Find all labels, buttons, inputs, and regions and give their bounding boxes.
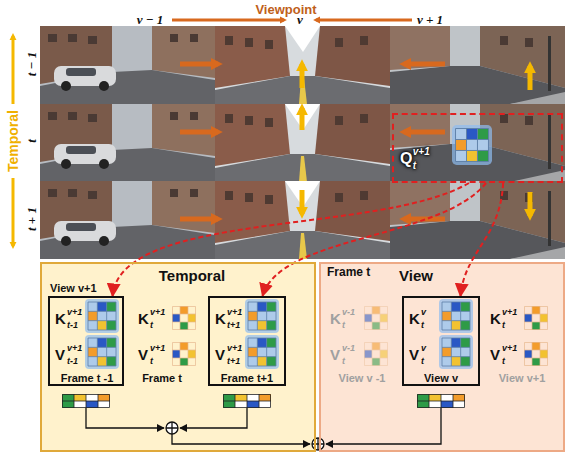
math-symbol: K xyxy=(409,311,420,326)
frame-box: Kv+1t-1Vv+1t-1Frame t -1 xyxy=(48,296,124,386)
math-superscript: v-1 xyxy=(342,343,355,352)
math-symbol: K xyxy=(215,311,226,326)
axis-title: Viewpoint xyxy=(255,3,316,16)
view-index: v xyxy=(297,13,303,26)
math-superscript: v+1 xyxy=(227,343,242,352)
group-label: Frame t xyxy=(327,266,370,278)
math-subscript: t xyxy=(413,161,416,171)
view-index: v − 1 xyxy=(137,13,164,26)
math-subscript: t+1 xyxy=(227,356,240,365)
view-panel: ViewKvtVvtView v xyxy=(319,262,565,452)
math-subscript: t xyxy=(150,356,153,365)
panel-title: View xyxy=(399,268,433,283)
math-superscript: v+1 xyxy=(67,343,82,352)
math-symbol: K xyxy=(55,311,66,326)
frame-label: Frame t xyxy=(142,373,182,384)
math-symbol: K xyxy=(330,311,341,326)
view-label: View v+1 xyxy=(499,373,546,384)
frame-label: View v xyxy=(424,373,458,384)
math-superscript: v+1 xyxy=(67,307,82,316)
math-superscript: v+1 xyxy=(150,343,165,352)
math-symbol: V xyxy=(55,347,65,362)
frame-label: Frame t -1 xyxy=(61,373,114,384)
math-subscript: t-1 xyxy=(67,356,78,365)
math-superscript: v+1 xyxy=(413,147,430,157)
attention-arrow xyxy=(113,183,469,296)
math-subscript: t xyxy=(502,320,505,329)
time-index: t + 1 xyxy=(25,207,38,231)
math-symbol: K xyxy=(138,311,149,326)
group-label: View v+1 xyxy=(50,283,97,294)
time-index: t − 1 xyxy=(25,52,38,77)
attention-arrow xyxy=(263,183,486,296)
math-subscript: t xyxy=(150,320,153,329)
math-subscript: t xyxy=(421,320,424,329)
math-symbol: V xyxy=(138,347,148,362)
math-superscript: v-1 xyxy=(342,307,355,316)
panel-title: Temporal xyxy=(159,268,225,283)
frame-box: Kv+1t+1Vv+1t+1Frame t+1 xyxy=(208,296,286,386)
math-symbol: V xyxy=(330,347,340,362)
view-box: KvtVvtView v xyxy=(402,296,480,386)
math-subscript: t+1 xyxy=(227,320,240,329)
math-symbol: V xyxy=(409,347,419,362)
view-index: v + 1 xyxy=(417,13,443,26)
math-superscript: v+1 xyxy=(227,307,242,316)
math-symbol: Q xyxy=(400,151,412,167)
query-region: Qv+1 t xyxy=(392,113,563,183)
time-index: t xyxy=(25,139,38,143)
math-superscript: v+1 xyxy=(502,343,517,352)
temporal-panel: TemporalKv+1t-1Vv+1t-1Frame t -1Kv+1t+1V… xyxy=(40,262,316,452)
view-label: View v -1 xyxy=(339,373,386,384)
math-subscript: t xyxy=(502,356,505,365)
frame-label: Frame t+1 xyxy=(221,373,273,384)
math-symbol: V xyxy=(490,347,500,362)
math-subscript: t xyxy=(342,356,345,365)
math-symbol: K xyxy=(490,311,501,326)
math-subscript: t-1 xyxy=(67,320,78,329)
math-subscript: t xyxy=(421,356,424,365)
math-superscript: v+1 xyxy=(150,307,165,316)
math-superscript: v xyxy=(421,343,426,352)
math-superscript: v+1 xyxy=(502,307,517,316)
math-symbol: V xyxy=(215,347,225,362)
math-subscript: t xyxy=(342,320,345,329)
math-superscript: v xyxy=(421,307,426,316)
attention-arrow xyxy=(461,183,504,296)
axis-title: Temporal xyxy=(6,110,20,172)
